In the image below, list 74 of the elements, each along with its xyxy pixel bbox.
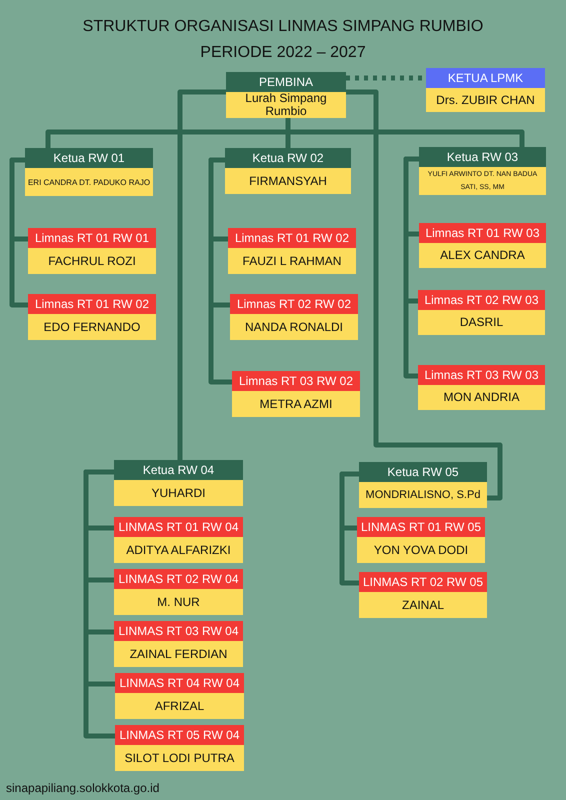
org-card: [114, 460, 243, 506]
org-card: [25, 148, 153, 196]
org-card: [226, 72, 346, 118]
org-card: [426, 68, 545, 112]
role-header: LINMAS RT 01 RW 04: [114, 517, 243, 537]
role-header: KETUA LPMK: [426, 68, 545, 88]
member-name: DASRIL: [458, 314, 504, 331]
member-name: YUHARDI: [150, 484, 206, 502]
member-name: AFRIZAL: [154, 698, 206, 714]
member-name: Drs. ZUBIR CHAN: [435, 92, 536, 108]
member-name: M. NUR: [156, 594, 201, 610]
org-card: [419, 147, 546, 195]
org-card: [359, 572, 487, 618]
member-name: ZAINAL FERDIAN: [128, 646, 228, 662]
title: STRUKTUR ORGANISASI LINMAS SIMPANG RUMBIO PERIODE 2022 – 2027: [82, 17, 484, 63]
org-card: [228, 228, 356, 274]
member-name: ADITYA ALFARIZKI: [125, 542, 232, 558]
org-card: [230, 294, 358, 340]
org-card: [232, 371, 360, 417]
role-header: Limnas RT 01 RW 02: [28, 294, 156, 314]
connector-line: [404, 156, 419, 378]
org-card: [114, 569, 243, 615]
org-card: [114, 517, 243, 563]
role-header: LINMAS RT 03 RW 04: [114, 621, 243, 641]
role-header: Limnas RT 01 RW 02: [228, 228, 356, 248]
role-header: Limnas RT 03 RW 02: [232, 371, 360, 391]
role-header: LINMAS RT 05 RW 04: [115, 725, 244, 745]
role-header: LINMAS RT 02 RW 04: [114, 569, 243, 589]
member-name: ZAINAL: [400, 596, 445, 614]
org-card: [115, 673, 244, 719]
role-header: Limnas RT 03 RW 03: [418, 365, 545, 385]
role-header: Limnas RT 01 RW 01: [28, 228, 156, 248]
connector-line: [84, 470, 115, 738]
member-name: ERI CANDRA DT. PADUKO RAJO: [26, 176, 152, 188]
org-card: [225, 148, 351, 194]
org-card: [114, 621, 243, 667]
role-header: Ketua RW 01: [25, 148, 153, 168]
member-name: ALEX CANDRA: [439, 247, 526, 264]
role-header: Limnas RT 02 RW 02: [230, 294, 358, 314]
member-name: EDO FERNANDO: [42, 318, 142, 336]
connector-line: [208, 158, 232, 384]
role-header: LINMAS RT 02 RW 05: [359, 572, 487, 592]
org-card: [418, 365, 545, 410]
role-header: LINMAS RT 01 RW 05: [357, 517, 485, 537]
member-name: Lurah Simpang Rumbio: [244, 92, 328, 118]
member-name: NANDA RONALDI: [244, 318, 344, 336]
member-name: SILOT LODI PUTRA: [124, 750, 236, 766]
role-header: LINMAS RT 04 RW 04: [115, 673, 244, 693]
member-name: FIRMANSYAH: [248, 172, 328, 190]
member-name: FAUZI L RAHMAN: [242, 252, 342, 270]
org-card: [419, 223, 546, 268]
connector-line: [346, 90, 502, 500]
role-header: Limnas RT 02 RW 03: [418, 290, 545, 310]
role-header: Ketua RW 03: [419, 147, 546, 167]
org-card: [359, 462, 487, 508]
org-card: [418, 290, 545, 335]
role-header: Ketua RW 02: [225, 148, 351, 168]
member-name: YON YOVA DODI: [372, 542, 470, 558]
org-card: [28, 228, 156, 274]
member-name: METRA AZMI: [258, 396, 334, 412]
org-card: [115, 725, 244, 771]
connector-line: [340, 472, 359, 586]
connector-line: [178, 90, 226, 460]
connector-line: [10, 158, 28, 308]
member-name: FACHRUL ROZI: [47, 252, 137, 270]
org-card: [28, 294, 156, 340]
role-header: PEMBINA: [226, 72, 346, 92]
website-address: sinapapiliang.solokkota.go.id: [6, 780, 160, 797]
role-header: Ketua RW 04: [114, 460, 243, 480]
role-header: Limnas RT 01 RW 03: [419, 223, 546, 243]
org-card: [357, 517, 485, 563]
member-name: MONDRIALISNO, S.Pd: [364, 488, 482, 502]
member-name: MON ANDRIA: [442, 389, 520, 406]
role-header: Ketua RW 05: [359, 462, 487, 482]
